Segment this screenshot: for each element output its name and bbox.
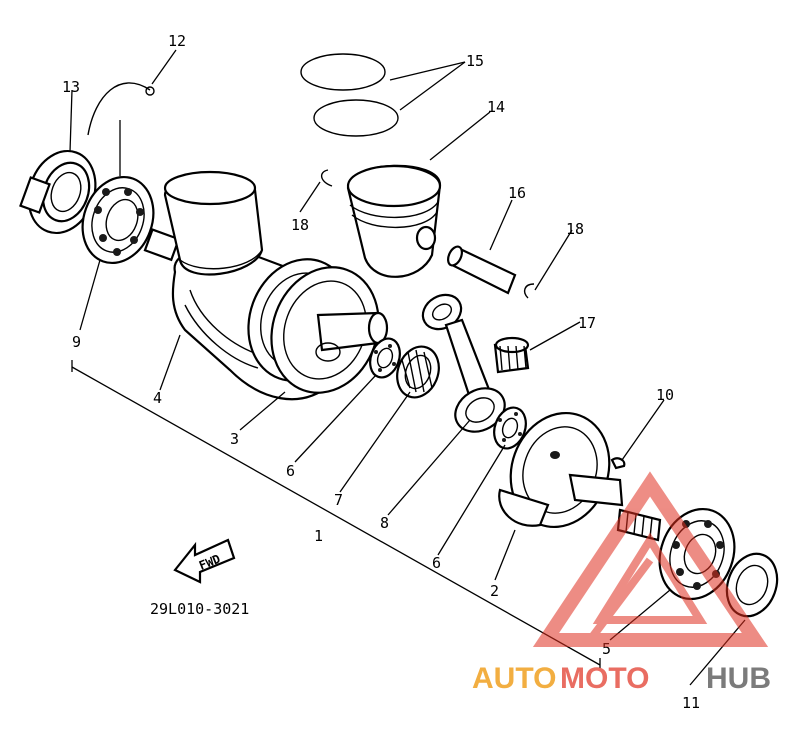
part-16-piston-pin bbox=[447, 245, 517, 295]
part-9-bearing bbox=[81, 175, 155, 265]
callout-6a: 6 bbox=[286, 462, 295, 480]
callout-18a: 18 bbox=[291, 216, 309, 234]
part-17-small-end-bearing bbox=[493, 336, 530, 374]
part-18-clip-upper bbox=[321, 169, 333, 187]
callout-8: 8 bbox=[380, 514, 389, 532]
part-6-washer-left bbox=[369, 337, 401, 379]
callout-4: 4 bbox=[153, 389, 162, 407]
callout-11: 11 bbox=[682, 694, 700, 712]
part-14-piston bbox=[346, 164, 442, 278]
part-12-circlip bbox=[87, 82, 155, 136]
callout-1: 1 bbox=[314, 527, 323, 545]
callout-15: 15 bbox=[466, 52, 484, 70]
assembly-bracket bbox=[71, 360, 601, 668]
watermark-triangle-logo bbox=[532, 471, 769, 647]
callout-3: 3 bbox=[230, 430, 239, 448]
callout-13: 13 bbox=[62, 78, 80, 96]
callout-2: 2 bbox=[490, 582, 499, 600]
callout-6b: 6 bbox=[432, 554, 441, 572]
cylinder-sleeve bbox=[163, 170, 264, 276]
callout-12: 12 bbox=[168, 32, 186, 50]
callout-10: 10 bbox=[656, 386, 674, 404]
watermark-word-hub: HUB bbox=[706, 662, 771, 695]
callout-17: 17 bbox=[578, 314, 596, 332]
callout-16: 16 bbox=[508, 184, 526, 202]
callout-labels: 1 2 3 4 5 6 6 7 8 9 10 11 12 13 14 15 16… bbox=[62, 32, 700, 712]
part-3-crank-web bbox=[270, 266, 389, 394]
part-2-crank-right bbox=[498, 411, 624, 529]
callout-7: 7 bbox=[334, 491, 343, 509]
watermark-word-moto: MOTO bbox=[560, 662, 649, 695]
fwd-arrow: FWD bbox=[173, 538, 236, 584]
part-10-woodruff-key bbox=[610, 457, 626, 470]
callout-14: 14 bbox=[487, 98, 505, 116]
part-7-needle-bearing bbox=[396, 345, 440, 399]
part-15-piston-rings bbox=[300, 53, 399, 137]
callout-5: 5 bbox=[602, 640, 611, 658]
watermark-logo-text: AUTO MOTO HUB bbox=[472, 662, 771, 695]
watermark-word-auto: AUTO bbox=[472, 662, 556, 695]
part-18-clip-lower bbox=[523, 283, 535, 299]
callout-9: 9 bbox=[72, 333, 81, 351]
leader-lines bbox=[69, 49, 746, 686]
part-11-oil-seal-right bbox=[725, 552, 779, 618]
part-8-connecting-rod bbox=[421, 293, 506, 433]
catalog-code: 29L010-3021 bbox=[150, 600, 249, 618]
callout-18b: 18 bbox=[566, 220, 584, 238]
